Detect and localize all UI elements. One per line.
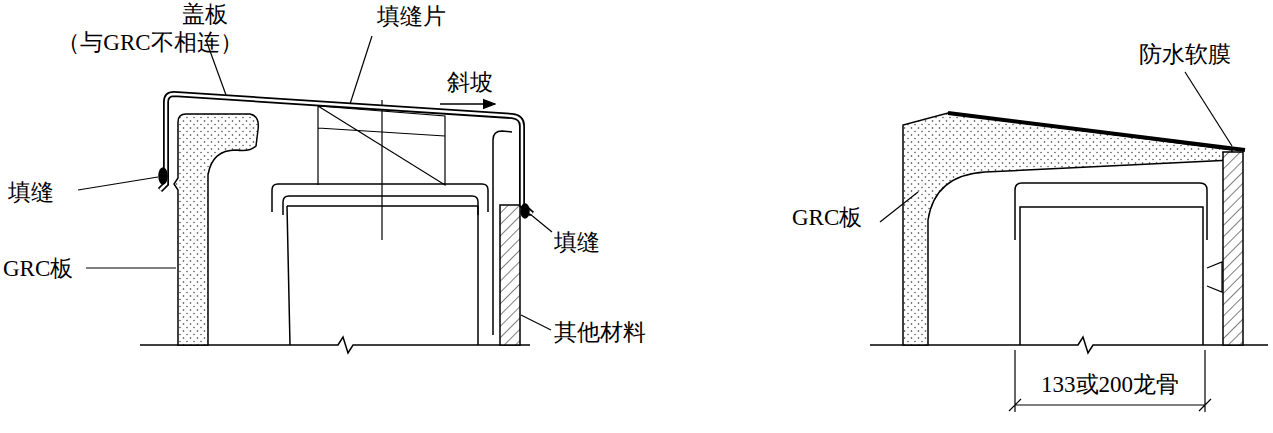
other-material <box>1223 152 1243 345</box>
leader-line <box>350 36 372 104</box>
label: 斜坡 <box>447 70 493 95</box>
label: 填缝 <box>554 230 600 255</box>
leader-line <box>521 315 551 330</box>
slope-arrow <box>440 103 495 105</box>
stud-cap <box>1015 183 1207 240</box>
leader-line <box>78 177 158 190</box>
label: 填缝 <box>8 180 54 205</box>
label: GRC板 <box>3 256 73 281</box>
grc-board <box>174 114 258 345</box>
label: GRC板 <box>792 205 862 230</box>
stud-cap <box>272 184 488 212</box>
sealant <box>159 168 167 184</box>
label: 盖板 <box>182 2 228 27</box>
leader-line <box>880 192 918 222</box>
other-material <box>500 205 520 345</box>
leader-line <box>1185 72 1232 146</box>
sealant <box>521 204 529 218</box>
cover-plate-inner <box>160 94 532 214</box>
screw <box>376 100 388 240</box>
base-line <box>870 337 1268 353</box>
label: 防水软膜 <box>1139 42 1231 67</box>
cover-plate <box>160 94 532 214</box>
label: 133或200龙骨 <box>1041 372 1179 397</box>
stud <box>1020 207 1203 345</box>
grc-board <box>903 113 1232 345</box>
leader-line <box>86 267 176 268</box>
label: 填缝片 <box>377 4 446 29</box>
dimension-line <box>1009 350 1211 412</box>
leader-line <box>530 214 552 232</box>
bracket <box>493 131 512 335</box>
waterproof-membrane <box>948 113 1245 150</box>
label: 其他材料 <box>554 320 646 345</box>
wedge <box>1207 262 1222 292</box>
label: （与GRC不相连） <box>57 30 242 55</box>
